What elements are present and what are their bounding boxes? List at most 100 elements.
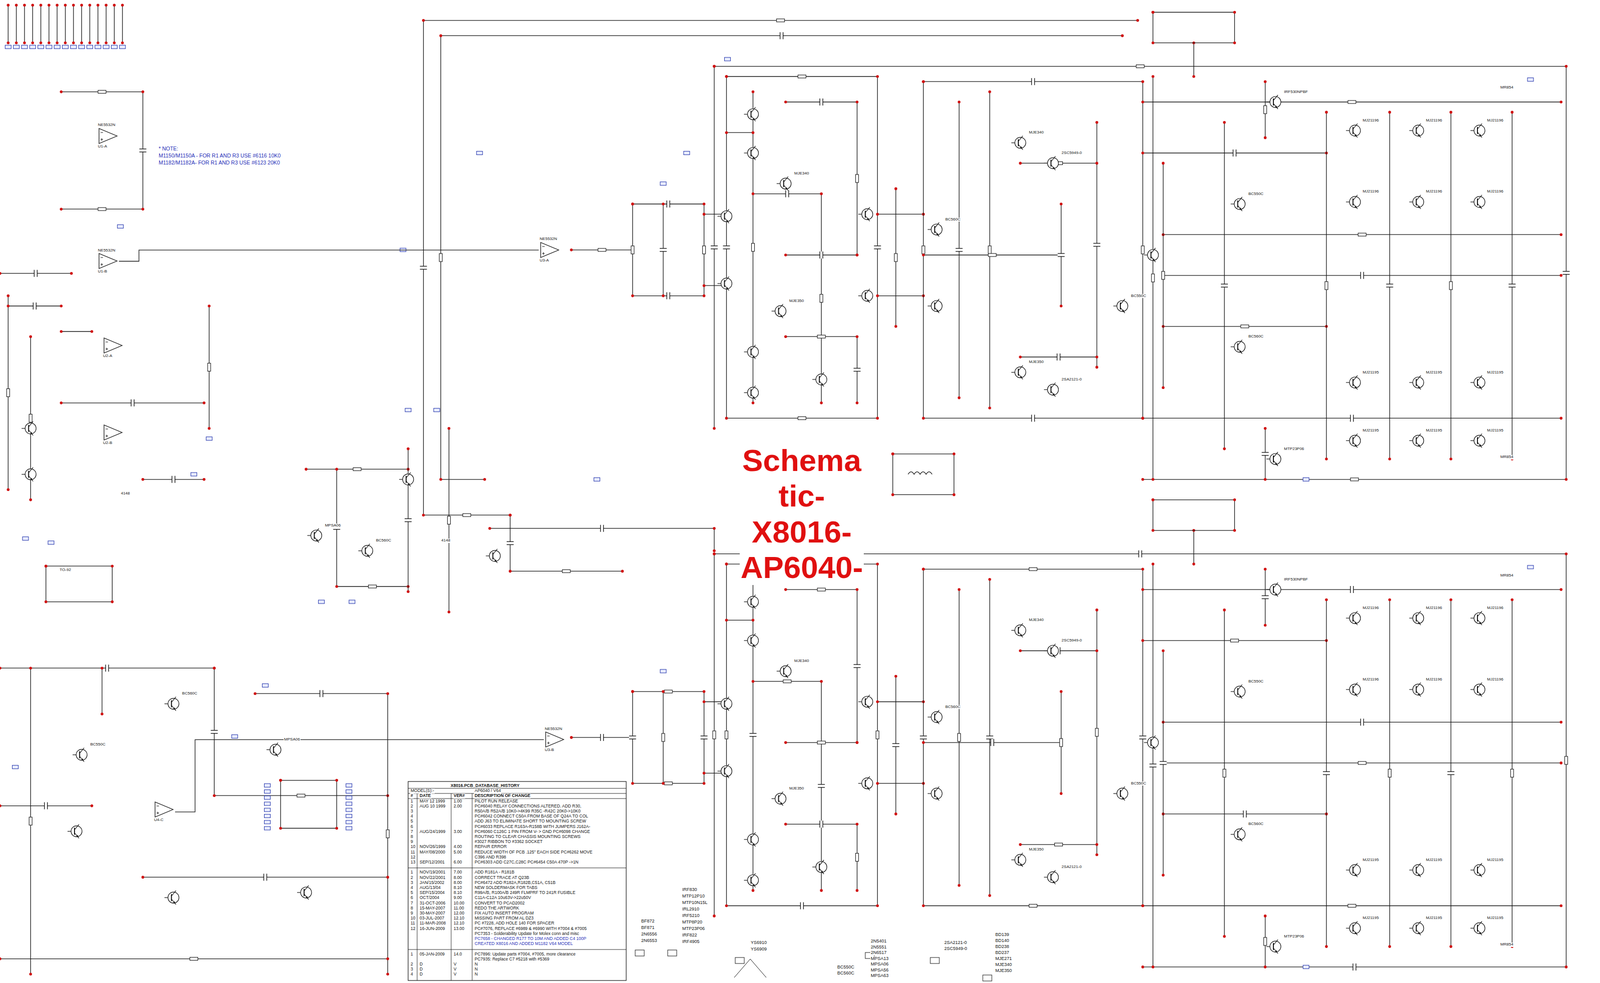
wire <box>785 589 858 743</box>
table-cell: 5 <box>410 890 414 896</box>
capacitor-gap <box>1385 284 1393 288</box>
opamp-symbol <box>103 337 124 355</box>
transistor-collector <box>1050 156 1056 162</box>
junction-dot <box>712 427 716 431</box>
table-cell: PC#6472 ADD R182A,R182B,C51A, C51B <box>474 880 557 886</box>
junction-dot <box>121 41 125 45</box>
capacitor-plate <box>506 544 514 546</box>
transistor-base <box>750 836 752 844</box>
emitter-arrow <box>866 787 870 790</box>
capacitor-plate <box>322 690 324 698</box>
table-cell: JAN/15/2002 <box>419 880 445 886</box>
table-cell: REPAIR ERROR <box>474 844 508 850</box>
transistor-collector <box>1050 382 1056 389</box>
junction-dot <box>1151 498 1155 502</box>
reference-designator: U3-A <box>539 258 549 264</box>
junction-dot <box>631 782 635 786</box>
transistor-emitter <box>1416 384 1421 390</box>
transistor-collector <box>1416 921 1421 927</box>
junction-dot <box>386 972 390 976</box>
resistor-symbol <box>921 246 925 255</box>
junction-dot <box>631 202 635 206</box>
junction-dot <box>55 41 59 45</box>
junction-dot <box>60 304 64 308</box>
emitter-arrow <box>1274 462 1278 466</box>
junction-dot <box>406 590 410 594</box>
transistor-base <box>1119 790 1121 798</box>
reference-designator: U1-A <box>98 144 108 150</box>
table-cell: 9.00 <box>453 895 463 901</box>
capacitor-gap <box>34 270 38 278</box>
transistor-emitter <box>934 307 940 314</box>
resistor-symbol <box>1324 281 1328 290</box>
emitter-arrow <box>1121 797 1125 800</box>
reference-designator: U4-C <box>154 818 164 823</box>
junction-dot <box>213 794 217 798</box>
part-number: BF872 <box>640 919 656 925</box>
table-cell: 30-MAY-2007 <box>419 911 446 916</box>
transistor-emitter <box>1352 619 1358 626</box>
emitter-arrow <box>1478 386 1482 389</box>
capacitor-gap <box>131 399 135 407</box>
opamp-block: NE5532NU1-B <box>97 248 120 276</box>
resistor-symbol <box>664 782 673 786</box>
junction-dot <box>335 468 339 472</box>
wire <box>255 693 388 975</box>
table-cell: V <box>453 967 458 972</box>
capacitor-gap <box>919 736 927 740</box>
transistor-emitter <box>1352 132 1358 138</box>
table-cell: NOV/22/2001 <box>419 875 447 881</box>
resistor-symbol <box>817 335 826 339</box>
net-tag <box>191 472 198 477</box>
junction-dot <box>1120 34 1124 38</box>
junction-dot <box>1263 478 1267 482</box>
capacitor-plate <box>819 251 820 259</box>
transistor-emitter <box>724 285 729 291</box>
junction-dot <box>751 90 755 94</box>
junction-dot <box>784 100 788 104</box>
transistor-emitter <box>1477 871 1482 878</box>
wire <box>877 783 924 784</box>
junction-dot <box>60 207 64 211</box>
junction-dot <box>1263 965 1267 969</box>
junction-dot <box>712 552 716 556</box>
capacitor-gap <box>659 248 667 252</box>
opamp-outline <box>104 425 123 441</box>
capacitor-plate <box>817 784 825 785</box>
table-cell: PC#6040 RELAY CONNECTIONS ALTERED. ADD R… <box>474 804 582 809</box>
junction-dot <box>894 812 898 816</box>
table-cell: 1 <box>410 952 414 957</box>
emitter-arrow <box>866 705 870 709</box>
net-tag <box>346 808 353 812</box>
capacitor-plate <box>629 738 637 740</box>
transistor-emitter <box>273 751 279 757</box>
wire <box>440 35 1123 480</box>
emitter-arrow <box>785 674 788 678</box>
resistor-symbol <box>1054 843 1063 847</box>
net-tag <box>346 802 353 806</box>
junction-dot <box>29 335 33 339</box>
component-label: MJ21196 <box>1486 677 1504 683</box>
resistor-symbol <box>98 90 107 94</box>
junction-dot <box>47 41 51 45</box>
capacitor-gap <box>1508 284 1516 288</box>
table-cell: 8.00 <box>453 880 463 886</box>
transistor-emitter <box>79 756 85 763</box>
capacitor-plate <box>892 743 900 745</box>
capacitor-plate <box>1385 287 1393 288</box>
junction-dot <box>1095 162 1099 166</box>
resistor-symbol <box>562 569 571 573</box>
transistor-base <box>1415 866 1417 874</box>
wire <box>923 81 1143 419</box>
junction-dot <box>1059 304 1063 308</box>
transistor-collector <box>1352 195 1358 201</box>
reference-designator: U1-B <box>98 269 108 275</box>
junction-dot <box>23 41 27 45</box>
component-label: MJ21196 <box>1361 606 1379 611</box>
resistor-symbol <box>783 680 792 684</box>
capacitor-gap <box>853 368 861 372</box>
table-cell: 12 <box>410 926 416 932</box>
noninverting-mark <box>101 138 103 141</box>
junction-dot <box>855 401 859 405</box>
